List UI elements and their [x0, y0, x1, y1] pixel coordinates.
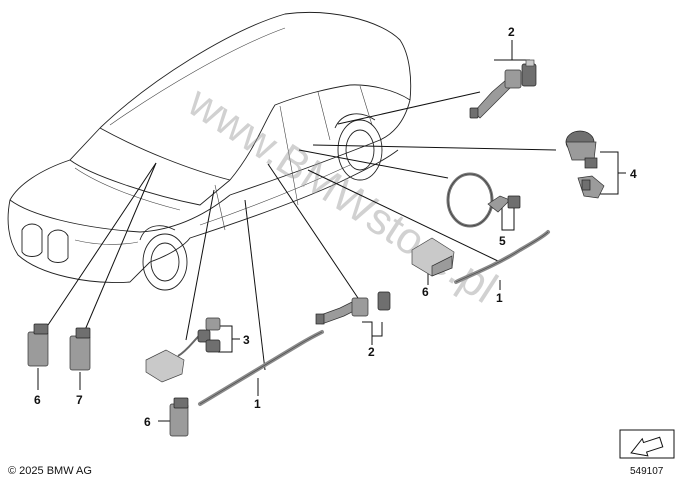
callout-1-bottom: 1 — [254, 397, 261, 411]
door-handle-sensor-icon — [469, 59, 537, 119]
antenna-rail-bottom-icon — [198, 330, 324, 406]
callout-6-center: 6 — [422, 285, 429, 299]
module-6-bottom-icon — [169, 397, 189, 437]
coil-cable-icon — [446, 172, 494, 228]
module-7-icon — [69, 327, 91, 371]
callout-6-left: 6 — [34, 393, 41, 407]
navigation-arrow-icon[interactable] — [619, 429, 675, 461]
module-6-left-icon — [27, 323, 49, 367]
callout-4: 4 — [630, 167, 637, 181]
copyright-text: © 2025 BMW AG — [8, 465, 92, 477]
antenna-module-icon — [565, 130, 605, 199]
callout-2-center: 2 — [368, 345, 375, 359]
callout-3: 3 — [243, 333, 250, 347]
diagram-number: 549107 — [630, 466, 664, 477]
callout-7: 7 — [76, 393, 83, 407]
connector-5-icon — [487, 195, 521, 213]
callout-5: 5 — [499, 234, 506, 248]
callout-6-bottom: 6 — [144, 415, 151, 429]
module-6-center-icon — [411, 237, 455, 277]
car-outline — [7, 12, 412, 291]
callout-2-top: 2 — [508, 25, 515, 39]
antenna-rail-icon — [454, 230, 550, 284]
cable-sensor-3-icon — [145, 317, 221, 383]
callout-1-right: 1 — [496, 291, 503, 305]
leader-lines — [37, 40, 626, 422]
door-handle-sensor-center-icon — [315, 291, 391, 325]
watermark: www.BMWstore.pl — [179, 77, 506, 313]
